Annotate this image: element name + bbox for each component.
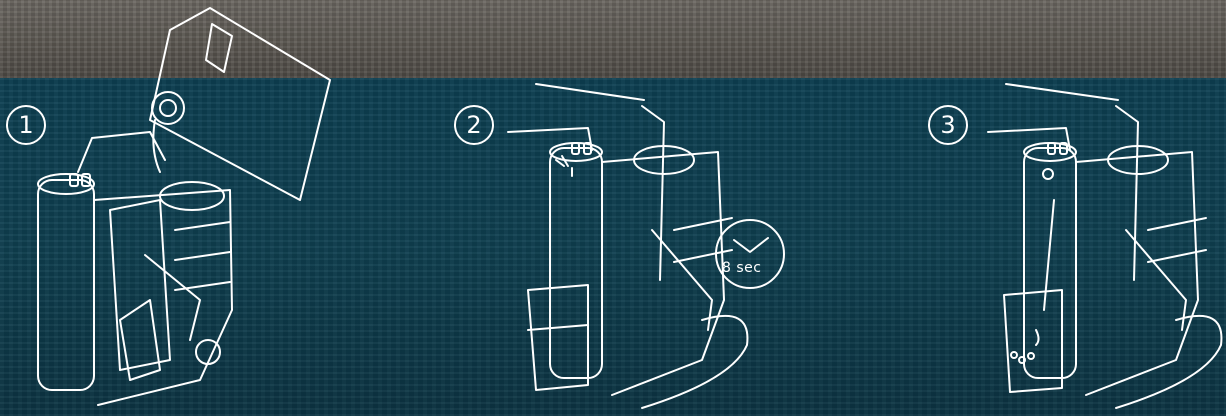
timer-label: 8 sec — [722, 260, 761, 276]
timer-icon — [716, 220, 784, 288]
pouring-canister-icon — [150, 8, 330, 200]
step-3-illustration — [826, 0, 1226, 416]
step-3: 3 — [826, 0, 1226, 416]
step-2: 2 8 sec — [412, 0, 812, 416]
water-purifier-icon — [38, 132, 232, 405]
water-purifier-icon — [988, 84, 1221, 408]
step-2-illustration — [412, 0, 812, 416]
water-purifier-icon — [508, 84, 747, 408]
step-1: 1 — [0, 0, 400, 416]
step-1-illustration — [0, 0, 400, 416]
